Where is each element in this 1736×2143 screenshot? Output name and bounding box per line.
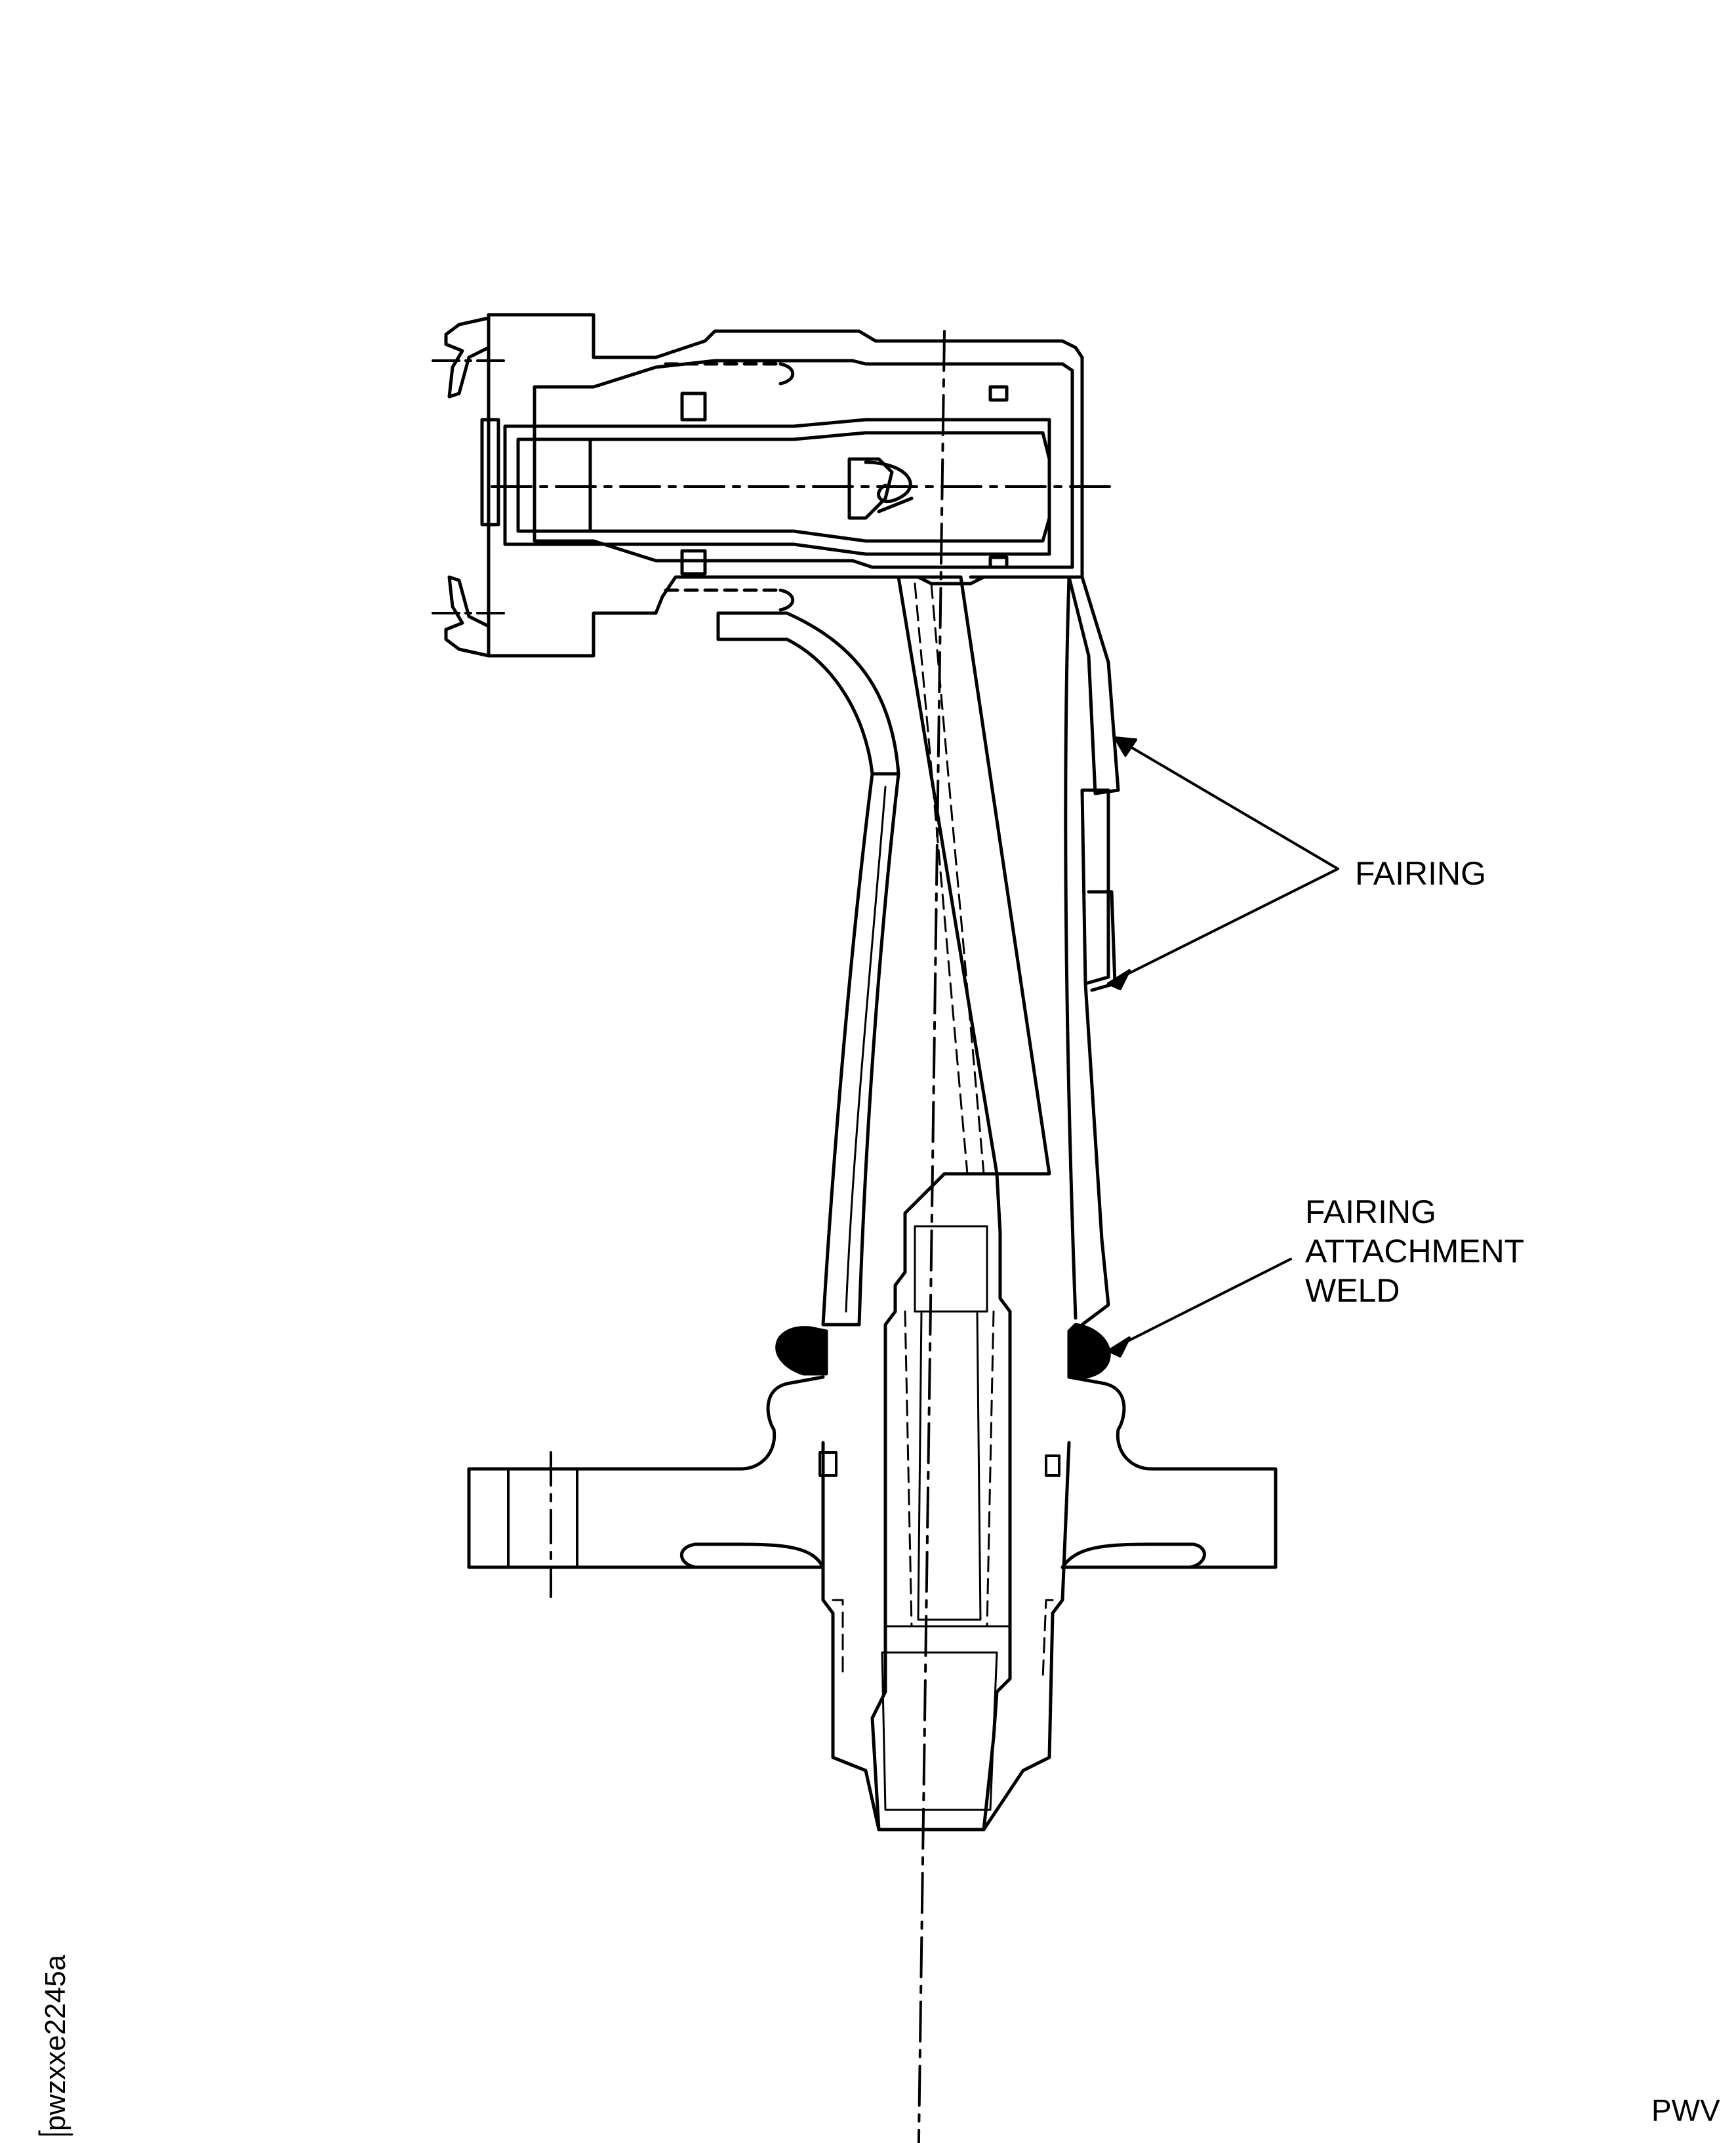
fairing-leader-lower: [1107, 868, 1339, 985]
figure-id-bracket: [38, 2130, 73, 2136]
inlet-fitting: [821, 1172, 1071, 1832]
fairing-attachment-weld-label: FAIRING ATTACHMENT WELD: [1305, 1192, 1524, 1310]
weld-label-line-2: ATTACHMENT: [1305, 1233, 1525, 1270]
nozzle-stem: [716, 330, 1120, 2143]
weld-leader: [1107, 1258, 1292, 1352]
callout-leaders: [1107, 736, 1339, 1357]
fairing-callout-label: FAIRING: [1355, 855, 1487, 892]
fairing-leader-upper: [1114, 736, 1339, 870]
figure-id: pwzxxe2245a: [39, 1954, 71, 2131]
figure-code: PWV: [1651, 2093, 1720, 2127]
weld-label-line-1: FAIRING: [1305, 1193, 1437, 1230]
mounting-flange: [467, 1375, 1278, 1598]
nozzle-head: [432, 313, 1116, 658]
weld-label-line-3: WELD: [1305, 1272, 1400, 1309]
fairing-attachment-weld: [775, 1323, 1111, 1379]
